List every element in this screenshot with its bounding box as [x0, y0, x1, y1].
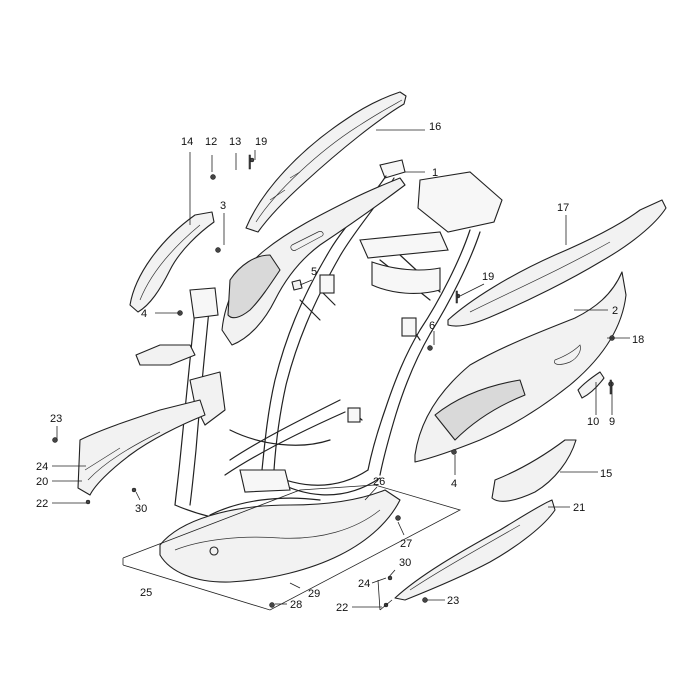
callout-30b: 30	[399, 557, 411, 569]
callout-2: 2	[612, 305, 618, 317]
callout-10: 10	[587, 416, 599, 428]
part-center-front-panel	[221, 177, 406, 346]
part-16-center-rail	[245, 91, 407, 233]
fasteners	[52, 154, 615, 608]
part-15-lower-trim	[491, 439, 577, 502]
grouping-brackets	[122, 484, 462, 611]
part-25-floor-tray	[159, 489, 401, 583]
callout-9: 9	[609, 416, 615, 428]
callout-21: 21	[573, 502, 585, 514]
callout-3: 3	[220, 200, 226, 212]
callout-15: 15	[600, 468, 612, 480]
callout-14: 14	[181, 136, 193, 148]
callout-19b: 19	[482, 271, 494, 283]
callout-4a: 4	[141, 308, 147, 320]
callout-20: 20	[36, 476, 48, 488]
callout-27: 27	[400, 538, 412, 550]
callout-19a: 19	[255, 136, 267, 148]
callout-22a: 22	[36, 498, 48, 510]
callout-16: 16	[429, 121, 441, 133]
part-2-rear-side-panel	[414, 271, 627, 463]
part-21-right-footrest	[394, 499, 556, 601]
callout-6: 6	[429, 320, 435, 332]
callout-26: 26	[373, 476, 385, 488]
part-17-rear-side-upper	[447, 199, 667, 327]
part-10-cap	[577, 371, 605, 399]
callout-5: 5	[311, 266, 317, 278]
callout-23a: 23	[50, 413, 62, 425]
callout-30a: 30	[135, 503, 147, 515]
callout-25: 25	[140, 587, 152, 599]
part-5-clip	[291, 279, 303, 291]
callout-17: 17	[557, 202, 569, 214]
callout-18: 18	[632, 334, 644, 346]
callout-12: 12	[205, 136, 217, 148]
callout-22b: 22	[336, 602, 348, 614]
callout-23b: 23	[447, 595, 459, 607]
callout-24b: 24	[358, 578, 370, 590]
part-20-left-footrest	[77, 399, 206, 496]
callout-13: 13	[229, 136, 241, 148]
callout-4b: 4	[451, 478, 457, 490]
callout-29: 29	[308, 588, 320, 600]
part-14-left-panel	[129, 211, 215, 313]
callout-28: 28	[290, 599, 302, 611]
callout-1: 1	[432, 167, 438, 179]
callout-24a: 24	[36, 461, 48, 473]
callout-labels: 1 2 3 4 4 5 6 9 10 12 13 14 15 16 17 18 …	[36, 121, 644, 614]
leader-lines	[52, 129, 630, 608]
